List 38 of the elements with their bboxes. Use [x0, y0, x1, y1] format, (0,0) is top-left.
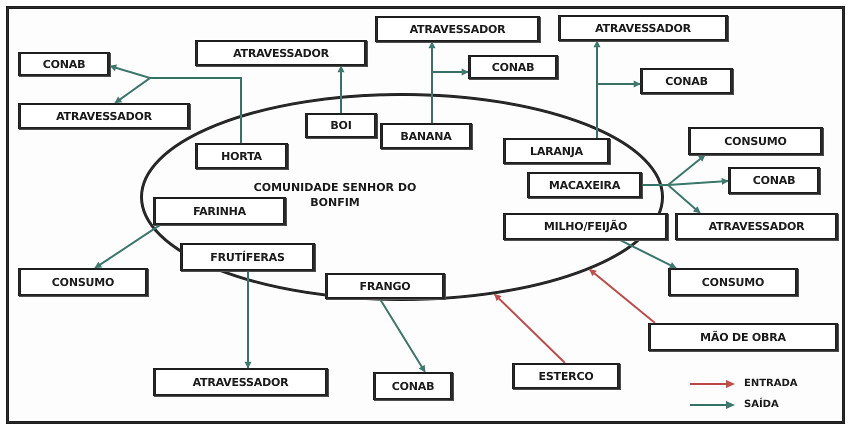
flow-box: CONAB	[468, 55, 558, 79]
flow-box: LARANJA	[503, 138, 610, 164]
flow-arrow	[338, 65, 344, 113]
legend-label: ENTRADA	[744, 378, 798, 389]
flow-arrow	[620, 239, 677, 269]
flow-box: ESTERCO	[512, 363, 620, 389]
flow-box: CONSUMO	[18, 268, 148, 296]
flow-arrow	[431, 68, 469, 123]
flow-box: MACAXEIRA	[527, 172, 642, 198]
flow-arrow	[642, 184, 701, 214]
flow-box: CONSUMO	[688, 127, 823, 155]
flow-box: FRANGO	[325, 273, 445, 299]
flow-arrow	[94, 224, 161, 269]
flow-box: ATRAVESSADOR	[195, 40, 367, 66]
flow-box: HORTA	[195, 143, 288, 169]
flow-arrow	[596, 80, 641, 138]
flow-box: BANANA	[380, 123, 472, 149]
flow-arrow	[379, 298, 426, 373]
flow-box: CONAB	[728, 167, 820, 194]
flow-box: ATRAVESSADOR	[153, 368, 328, 396]
flow-arrow	[244, 271, 252, 369]
flow-box: ATRAVESSADOR	[18, 103, 190, 129]
flow-box: CONSUMO	[668, 268, 798, 296]
flow-box: MILHO/FEIJÃO	[503, 213, 668, 240]
flow-arrow	[589, 268, 656, 324]
flow-box: MÃO DE OBRA	[648, 323, 838, 351]
flow-box: FARINHA	[153, 197, 286, 225]
flow-box: CONAB	[18, 52, 110, 76]
flow-box: ATRAVESSADOR	[558, 15, 728, 41]
flow-box: CONAB	[640, 68, 733, 94]
flow-box: CONAB	[373, 372, 453, 400]
flow-box: ATRAVESSADOR	[375, 16, 540, 42]
flow-box: ATRAVESSADOR	[675, 213, 838, 240]
legend-label: SAÍDA	[744, 399, 779, 410]
flow-box: FRUTÍFERAS	[180, 243, 315, 271]
flow-box: BOI	[305, 113, 377, 138]
flow-arrow	[494, 294, 566, 364]
flow-arrow	[114, 77, 242, 143]
